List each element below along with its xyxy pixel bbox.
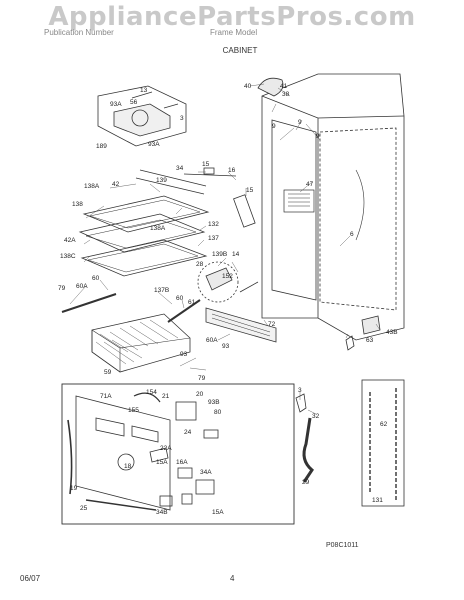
callout: 60A	[206, 337, 218, 344]
section-title: CABINET	[222, 46, 258, 55]
callout: 93B	[208, 399, 220, 406]
top-hinge	[257, 77, 284, 97]
callout: 6	[350, 231, 354, 238]
callout: 80	[214, 409, 222, 416]
callout: 79	[58, 285, 66, 292]
callout: 40	[244, 83, 252, 90]
callout: 3	[298, 387, 302, 394]
callout: 154	[146, 389, 157, 396]
bottom-shelf-frame	[80, 239, 208, 277]
callout: 15	[202, 161, 210, 168]
callout: 138	[72, 201, 83, 208]
callout: 29	[302, 479, 310, 486]
callout: 16	[228, 167, 236, 174]
drain-tube	[302, 417, 314, 483]
callout: 139	[156, 177, 167, 184]
callout: 43B	[386, 329, 398, 336]
top-shelf-frame	[82, 195, 210, 233]
callout: 24	[184, 429, 192, 436]
callout: 60	[92, 275, 100, 282]
callout: 138A	[150, 225, 166, 232]
callout: 19	[70, 485, 78, 492]
callout: 21	[162, 393, 170, 400]
callout: 9	[272, 123, 276, 130]
callout: 3	[180, 115, 184, 122]
callout: 20	[196, 391, 204, 398]
callout: 61	[188, 299, 196, 306]
callout: 15A	[156, 459, 168, 466]
callout: 47	[306, 181, 314, 188]
callout: 71A	[100, 393, 112, 400]
callout: 42	[112, 181, 120, 188]
toe-grille	[205, 307, 277, 343]
callout: 32	[312, 413, 320, 420]
callout: 131	[372, 497, 383, 504]
callout: 25	[80, 505, 88, 512]
callout: 15	[246, 187, 254, 194]
callout: 93	[180, 351, 188, 358]
callout: 93	[222, 343, 230, 350]
vent-panel	[283, 189, 315, 213]
diagram-reference-number: P08C1011	[326, 542, 359, 549]
callout: 152	[222, 273, 233, 280]
callout: 14	[232, 251, 240, 258]
callout: 34B	[156, 509, 168, 516]
callout: 42A	[64, 237, 76, 244]
callout: 138C	[60, 253, 76, 260]
callout: 60A	[76, 283, 88, 290]
door-gasket-frame	[361, 379, 405, 507]
callout: 132	[208, 221, 219, 228]
control-panel	[75, 395, 171, 511]
callout: 41	[280, 83, 288, 90]
callout: 139B	[212, 251, 227, 258]
callout: 34	[176, 165, 184, 172]
callout: 72	[268, 321, 276, 328]
callout: 189	[96, 143, 107, 150]
fan-motor-assembly	[97, 85, 187, 147]
left-slide-rail	[61, 293, 117, 313]
callout: 93A	[148, 141, 160, 148]
frame-model-header: Frame Model	[210, 28, 258, 37]
cabinet-body	[261, 73, 405, 341]
watermark: AppliancePartsPros.com	[48, 2, 416, 32]
shelf-rail	[135, 169, 207, 195]
callout: 34A	[200, 469, 212, 476]
callout: 9	[316, 133, 320, 140]
callout: 137B	[154, 287, 169, 294]
callout: 60	[176, 295, 184, 302]
callout: 56	[130, 99, 138, 106]
footer-date: 06/07	[20, 574, 41, 583]
cabinet-front-frame	[261, 95, 405, 318]
callout: 59	[104, 369, 112, 376]
publication-number-header: Publication Number	[44, 28, 114, 37]
callout: 138A	[84, 183, 100, 190]
callout: 155	[128, 407, 139, 414]
callout: 22A	[160, 445, 172, 452]
callout: 13	[140, 87, 148, 94]
callout: 93A	[110, 101, 122, 108]
control-panel-box	[61, 383, 295, 525]
callout: 38	[282, 91, 290, 98]
leveling-leg	[345, 335, 355, 351]
right-slide-rail	[167, 299, 201, 323]
cabinet-inner-liner	[271, 119, 317, 301]
callout: 79	[198, 375, 206, 382]
callout: 137	[208, 235, 219, 242]
callout: 18	[124, 463, 132, 470]
callout: 16A	[176, 459, 188, 466]
callout: 28	[196, 261, 204, 268]
callout: 62	[380, 421, 388, 428]
glass-shelf	[78, 213, 206, 253]
callout: 63	[366, 337, 374, 344]
footer-page-number: 4	[230, 574, 235, 583]
callout: 15A	[212, 509, 224, 516]
callout: 9	[298, 119, 302, 126]
